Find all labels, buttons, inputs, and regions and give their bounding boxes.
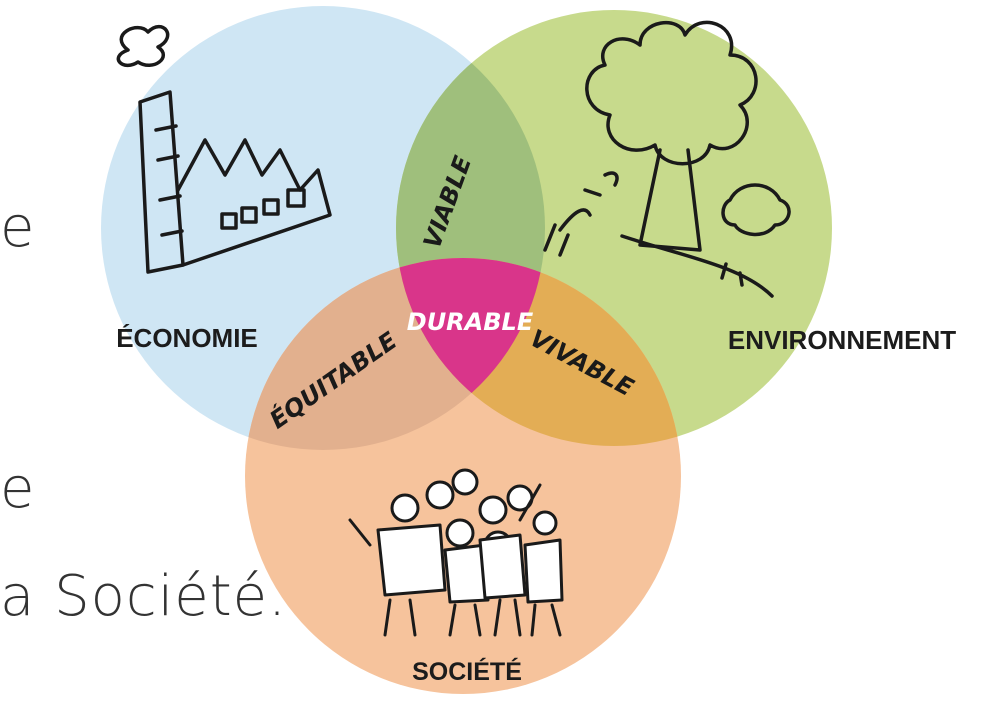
background-text-line-3: a Société. <box>0 564 287 629</box>
people-group-icon <box>348 468 564 637</box>
tree-icon <box>543 20 791 298</box>
equitable-overlap <box>245 258 545 450</box>
economie-label: ÉCONOMIE <box>116 323 258 353</box>
environnement-label: ENVIRONNEMENT <box>728 325 956 355</box>
societe-label: SOCIÉTÉ <box>412 657 522 686</box>
background-text-line-1: e <box>0 195 36 260</box>
background-text-line-2: e <box>0 456 36 521</box>
durable-label: DURABLE <box>407 308 534 336</box>
vivable-overlap <box>396 258 681 446</box>
factory-icon <box>116 24 332 274</box>
